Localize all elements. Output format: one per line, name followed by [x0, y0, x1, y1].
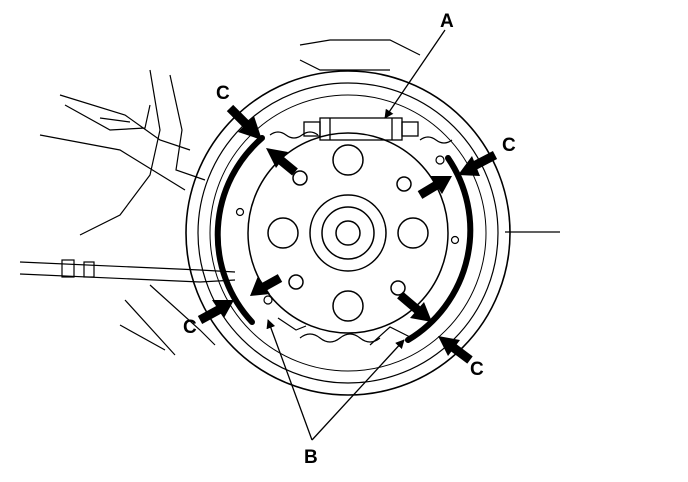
hub-flange [247, 132, 449, 334]
backing-plate [185, 70, 511, 396]
leader-b-2 [311, 339, 405, 441]
left-brake-shoe [214, 135, 265, 325]
brake-shoes [214, 135, 474, 343]
c-arrows [197, 104, 498, 364]
wheel-cylinder [303, 117, 419, 141]
label-a: A [440, 11, 454, 32]
c-arrow-lower-right-1 [397, 291, 423, 316]
c-arrow-lower-left-1 [197, 304, 225, 324]
label-b: B [304, 447, 318, 468]
c-arrow-lower-left-2 [259, 274, 283, 292]
label-c-upper-left: C [216, 83, 230, 104]
right-brake-shoe [405, 155, 474, 343]
suspension-linework [39, 39, 560, 356]
brake-cable [19, 259, 236, 283]
brake-hardware [235, 131, 460, 346]
label-c-upper-right: C [502, 135, 516, 156]
leader-lines [266, 29, 446, 441]
label-c-lower-left: C [183, 317, 197, 338]
leader-a [384, 29, 446, 119]
leader-b-1 [266, 319, 313, 441]
label-c-lower-right: C [470, 359, 484, 380]
